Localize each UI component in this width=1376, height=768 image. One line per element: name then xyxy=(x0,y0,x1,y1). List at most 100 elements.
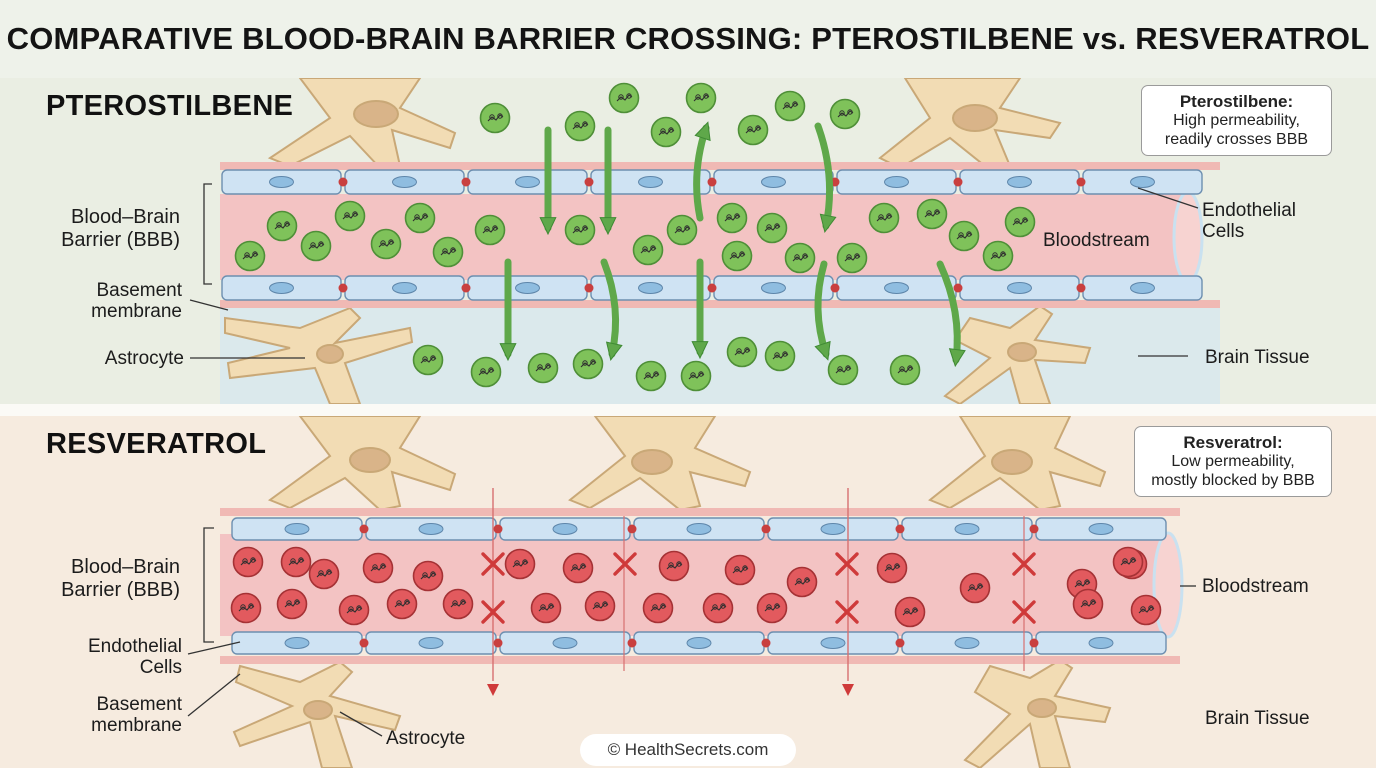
blocked-paths xyxy=(481,488,1036,696)
block-x-icon xyxy=(835,600,859,624)
tight-junction xyxy=(338,283,348,293)
tight-junction xyxy=(707,283,717,293)
molecule xyxy=(982,240,1014,272)
molecule-ring xyxy=(796,578,802,584)
molecule-ring xyxy=(774,223,780,229)
molecule-ring xyxy=(926,210,932,216)
molecule-ring xyxy=(492,225,498,231)
tight-junction xyxy=(493,638,503,648)
molecule xyxy=(442,588,474,620)
bbb-label-line2: Barrier (BBB) xyxy=(61,579,180,601)
panel-divider xyxy=(0,404,1376,416)
molecule-ring xyxy=(904,608,910,614)
molecule-ring xyxy=(489,114,495,120)
basement-membrane-label: Basement membrane xyxy=(40,694,182,736)
molecule-sphere xyxy=(1072,588,1104,620)
molecule-ring xyxy=(326,569,332,575)
molecule-sphere xyxy=(635,360,667,392)
info-title: Pterostilbene: xyxy=(1179,92,1294,111)
endothelial-nucleus xyxy=(269,176,294,188)
molecule xyxy=(564,110,596,142)
endothelial-nucleus xyxy=(552,637,578,649)
molecule-ring xyxy=(422,572,428,578)
tight-junction xyxy=(627,638,637,648)
endothelial-row-bottom xyxy=(231,631,1167,655)
molecule-ring xyxy=(250,557,256,563)
molecule xyxy=(530,592,562,624)
molecule-sphere xyxy=(829,98,861,130)
tight-junction xyxy=(461,283,471,293)
molecule-ring xyxy=(839,110,845,116)
basement-membrane-top xyxy=(220,162,1220,170)
molecule-sphere xyxy=(564,214,596,246)
molecule-ring xyxy=(804,577,810,583)
molecule-ring xyxy=(372,564,378,570)
basement-membrane-label: Basement membrane xyxy=(40,280,182,322)
molecule xyxy=(338,594,370,626)
basement-membrane-bottom xyxy=(220,300,1220,308)
molecule-ring xyxy=(1148,605,1154,611)
molecule-ring xyxy=(774,352,780,358)
block-x-icon xyxy=(1012,600,1036,624)
molecule xyxy=(584,590,616,622)
molecule-ring xyxy=(854,253,860,259)
molecule xyxy=(1130,594,1162,626)
molecule-ring xyxy=(766,604,772,610)
molecule-sphere xyxy=(948,220,980,252)
tight-junction xyxy=(359,638,369,648)
block-x-icon xyxy=(835,552,859,576)
molecule-ring xyxy=(450,247,456,253)
molecule xyxy=(632,234,664,266)
arrow-head xyxy=(539,217,557,236)
molecule-sphere xyxy=(608,82,640,114)
basement-line1: Basement xyxy=(96,280,182,301)
endothelial-line2: Cells xyxy=(1202,221,1245,242)
endothelial-nucleus xyxy=(1130,282,1155,294)
molecule xyxy=(404,202,436,234)
bloodstream-label: Bloodstream xyxy=(1043,230,1150,251)
endothelial-nucleus xyxy=(552,523,578,535)
molecule-ring xyxy=(318,570,324,576)
astrocytes-bottom xyxy=(224,304,1092,404)
molecule xyxy=(786,566,818,598)
molecule xyxy=(726,336,758,368)
endothelial-line1: Endothelial xyxy=(1202,200,1297,221)
tight-junction xyxy=(895,524,905,534)
molecule-sphere xyxy=(474,214,506,246)
endothelial-nucleus xyxy=(1130,176,1155,188)
molecule-ring xyxy=(977,583,983,589)
molecule-ring xyxy=(1082,600,1088,606)
molecule-sphere xyxy=(737,114,769,146)
molecule-ring xyxy=(792,101,798,107)
molecule-sphere xyxy=(266,210,298,242)
molecule-ring xyxy=(590,359,596,365)
molecule-sphere xyxy=(632,234,664,266)
molecule-sphere xyxy=(386,588,418,620)
info-line: readily crosses BBB xyxy=(1164,131,1309,148)
endothelial-nucleus xyxy=(761,282,786,294)
molecule xyxy=(300,230,332,262)
molecule xyxy=(916,198,948,230)
tight-junction xyxy=(493,524,503,534)
molecule-sphere xyxy=(868,202,900,234)
molecule-ring xyxy=(899,366,905,372)
molecule-ring xyxy=(414,214,420,220)
endothelial-nucleus xyxy=(284,523,310,535)
molecule-sphere xyxy=(504,548,536,580)
pterostilbene-info-box: Pterostilbene: High permeability, readil… xyxy=(1141,85,1332,156)
molecule xyxy=(234,240,266,272)
molecule-sphere xyxy=(404,202,436,234)
molecule xyxy=(702,592,734,624)
molecule-ring xyxy=(1122,558,1128,564)
pterostilbene-diagram xyxy=(189,78,1220,404)
molecule-ring xyxy=(734,566,740,572)
endothelial-nucleus xyxy=(954,523,980,535)
pterostilbene-molecules xyxy=(234,82,1036,392)
info-line: Low permeability, xyxy=(1171,453,1295,470)
molecule-sphere xyxy=(666,214,698,246)
molecule-sphere xyxy=(280,546,312,578)
bloodstream-label: Bloodstream xyxy=(1202,576,1309,597)
molecule-sphere xyxy=(721,240,753,272)
molecule-ring xyxy=(847,109,853,115)
molecule-ring xyxy=(430,355,436,361)
